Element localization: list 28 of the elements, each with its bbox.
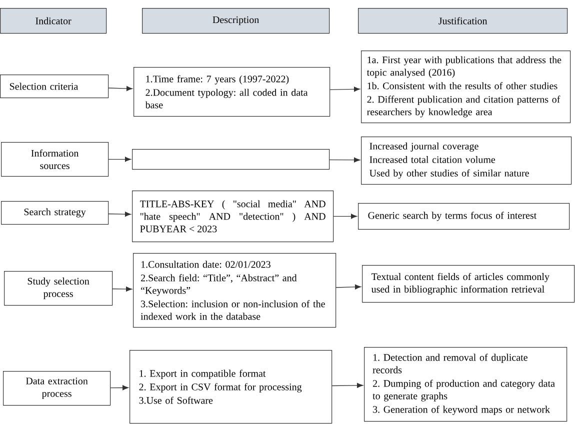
description-box: 1.Time frame: 7 years (1997-2022) 2.Document typology: all coded in data base: [134, 67, 330, 117]
arrow: [108, 86, 132, 92]
arrow: [329, 157, 360, 162]
justification-box: 1. Detection and removal of duplicate records 2. Dumping of production and category data to generate graphs 3. Generation of keyword maps or network: [364, 347, 568, 422]
indicator-box: Data extraction process: [3, 371, 111, 406]
justification-box: Generic search by terms focus of interest: [358, 203, 570, 230]
header-box: Indicator: [0, 8, 107, 34]
arrow: [330, 86, 360, 92]
arrow: [108, 212, 131, 217]
header-box: Justification: [358, 8, 568, 34]
header-box: Description: [142, 8, 330, 34]
indicator-box: Search strategy: [1, 201, 109, 225]
indicator-box: Information sources: [1, 142, 109, 177]
justification-box: 1a. First year with publications that address the topic analysed (2016) 1b. Consistent with the results of other studies 2. Different publication and citation patterns of researchers by knowledge area: [361, 50, 571, 124]
indicator-box: Study selection process: [4, 271, 113, 306]
justification-box: Increased journal coverage Increased total citation volume Used by other studies of similar nature: [361, 136, 572, 185]
description-box: 1.Consultation date: 02/01/2023 2.Search field: “Title”, “Abstract” and “Keywords” 3.Selection: inclusion or non-inclusion of the indexed work in the database: [133, 252, 336, 328]
description-box: TITLE-ABS-KEY ( "social media" AND "hate speech" AND "detection" ) AND PUBYEAR < 2023: [132, 190, 334, 242]
arrow: [333, 214, 357, 219]
arrow: [110, 385, 128, 390]
arrow: [112, 286, 132, 292]
description-box: [132, 148, 330, 170]
arrow: [108, 156, 131, 162]
description-box: 1. Export in compatible format 2. Export in CSV format for processing 3.Use of Software: [130, 350, 332, 424]
justification-box: Textual content fields of articles commonly used in bibliographic information retrieval: [362, 265, 575, 303]
arrow: [332, 382, 363, 388]
indicator-box: Selection criteria: [0, 74, 109, 98]
arrow: [336, 284, 361, 290]
